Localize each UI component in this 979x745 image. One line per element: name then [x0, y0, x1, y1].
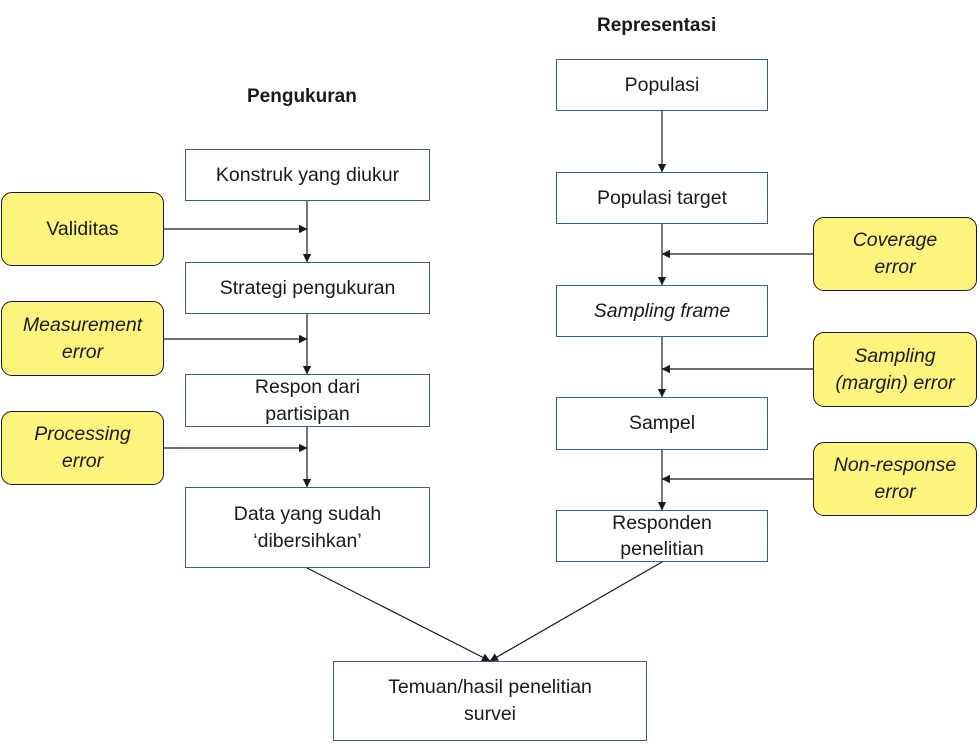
validity-label: Validitas	[46, 217, 119, 240]
nonresponse-error-line-2: error	[874, 481, 916, 503]
processing-error-line-2: error	[61, 450, 104, 472]
processing-error-box: Processing error	[1, 411, 164, 485]
cleaned-data-box: Data yang sudah ‘dibersihkan’	[185, 487, 430, 568]
result-box: Temuan/hasil penelitian survei	[333, 661, 647, 741]
sampling-error-box: Sampling (margin) error	[813, 332, 977, 407]
heading-representation: Representasi	[597, 15, 717, 36]
coverage-error-box: Coverage error	[813, 217, 977, 291]
target-population-label: Populasi target	[596, 186, 728, 209]
measurement-error-line-1: Measurement	[22, 313, 143, 336]
sample-label: Sampel	[628, 412, 696, 434]
cleaned-label-line-2: ‘dibersihkan’	[253, 529, 362, 552]
respondents-label-line-2: penelitian	[620, 538, 704, 560]
coverage-error-line-1: Coverage	[852, 229, 938, 251]
processing-error-line-1: Processing	[34, 423, 131, 445]
response-box: Respon dari partisipan	[185, 374, 430, 427]
measurement-error-box: Measurement error	[1, 301, 164, 376]
sampling-error-line-1: Sampling	[854, 344, 936, 367]
validity-error-box: Validitas	[1, 192, 164, 266]
coverage-error-line-2: error	[874, 256, 916, 278]
result-label-line-1: Temuan/hasil penelitian	[388, 676, 592, 698]
population-label: Populasi	[624, 73, 700, 96]
target-population-box: Populasi target	[556, 172, 768, 224]
sampling-frame-label: Sampling frame	[593, 299, 731, 322]
respondents-box: Responden penelitian	[556, 510, 768, 562]
nonresponse-error-line-1: Non-response	[833, 454, 957, 476]
measurement-error-line-2: error	[61, 340, 104, 363]
sampling-error-line-2: (margin) error	[835, 371, 955, 394]
strategy-label: Strategi pengukuran	[219, 276, 396, 299]
construct-label: Konstruk yang diukur	[215, 163, 400, 186]
nonresponse-error-box: Non-response error	[813, 442, 977, 516]
construct-box: Konstruk yang diukur	[185, 149, 430, 201]
arrow-respondents-to-result	[489, 561, 663, 662]
sample-box: Sampel	[556, 397, 768, 450]
result-label-line-2: survei	[463, 703, 517, 725]
heading-measurement: Pengukuran	[247, 86, 357, 107]
cleaned-label-line-1: Data yang sudah	[233, 502, 382, 525]
population-box: Populasi	[556, 59, 768, 111]
response-label-line-1: Respon dari	[254, 375, 361, 398]
arrow-cleaned-to-result	[306, 567, 491, 662]
response-label-line-2: partisipan	[265, 402, 350, 425]
respondents-label-line-1: Responden	[612, 512, 712, 534]
sampling-frame-box: Sampling frame	[556, 285, 768, 337]
strategy-box: Strategi pengukuran	[185, 262, 430, 314]
